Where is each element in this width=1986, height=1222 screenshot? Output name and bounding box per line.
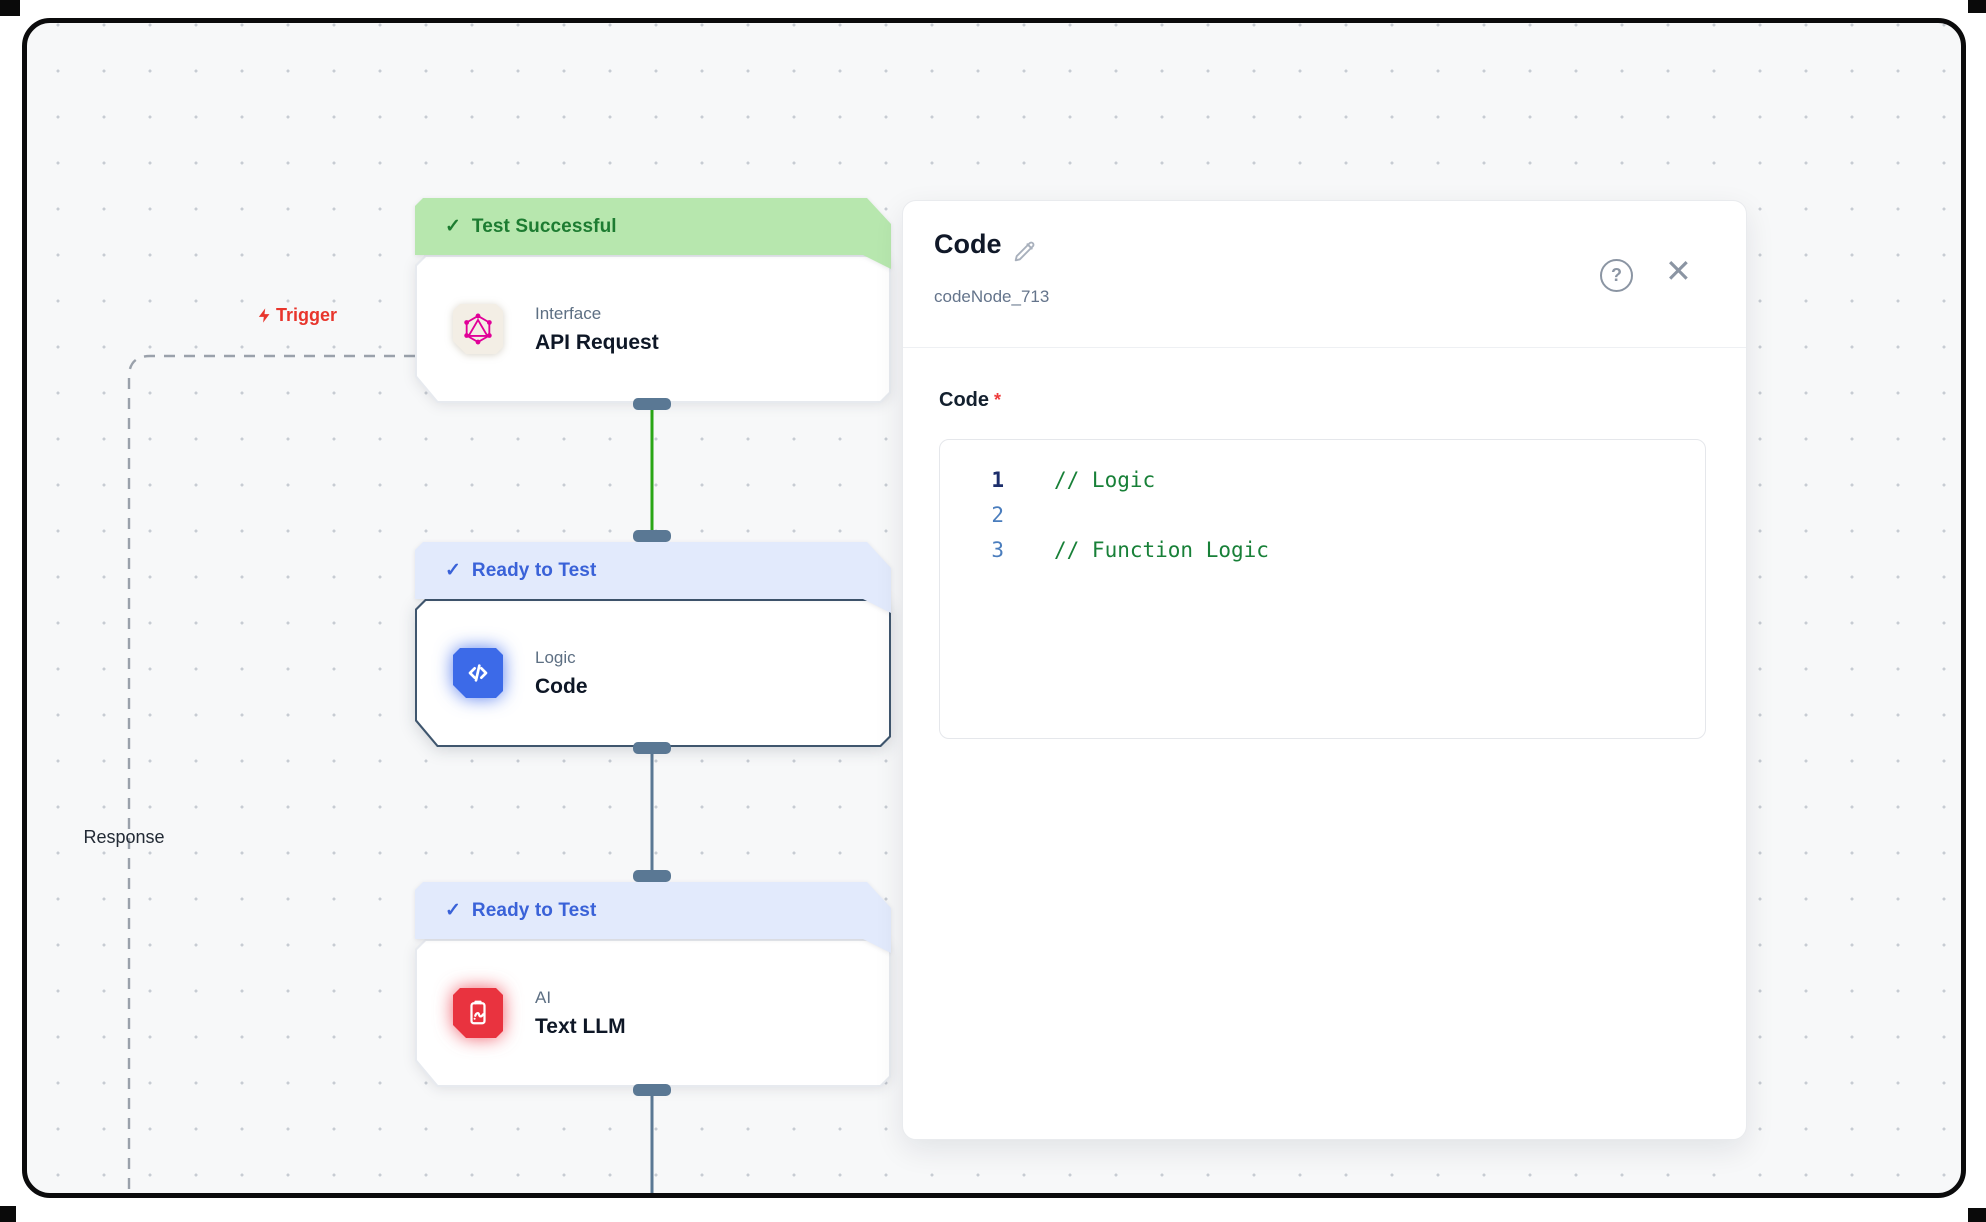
corner-mark [1968,1208,1986,1222]
graphql-icon [453,304,503,354]
node-category: Interface [535,303,602,323]
required-marker: * [994,390,1002,410]
input-handle-code[interactable] [633,530,671,542]
trigger-label: Trigger [256,305,337,326]
help-icon[interactable]: ? [1600,259,1633,292]
check-icon: ✓ [445,560,461,581]
status-text: Ready to Test [471,559,597,581]
output-handle-api-request[interactable] [633,398,671,410]
check-icon: ✓ [445,216,461,237]
output-handle-text-llm[interactable] [633,1084,671,1096]
node-title: API Request [535,330,659,354]
output-handle-code[interactable] [633,742,671,754]
lightning-icon [258,308,270,323]
node-category: AI [535,987,552,1007]
trigger-label-text: Trigger [276,305,338,325]
panel-title: Code [934,229,1002,259]
code-field-label: Code* [939,389,1002,411]
node-api-request[interactable]: Interface API Request [415,255,891,403]
node-title: Text LLM [535,1014,626,1038]
code-editor[interactable]: 1 // Logic 2 3 // Function Logic [939,439,1706,739]
status-banner-ready-textllm: ✓ Ready to Test [415,882,891,953]
code-line[interactable]: 3 // Function Logic [940,532,1705,567]
node-category: Logic [535,647,576,667]
line-number: 1 [991,467,1004,492]
line-number: 2 [991,502,1004,527]
trigger-response-dashed-edge [127,354,415,1193]
workflow-canvas-frame: Trigger Response ✓ Test Successful [22,18,1966,1198]
node-config-panel: Code codeNode_713 ? ✕ Code* 1 // [902,200,1747,1140]
code-line[interactable]: 2 [940,497,1705,532]
code-text: // Logic [1054,467,1156,492]
node-id-label: codeNode_713 [934,287,1050,306]
close-icon[interactable]: ✕ [1665,253,1692,289]
input-handle-text-llm[interactable] [633,870,671,882]
node-text-llm[interactable]: AI Text LLM [415,939,891,1087]
check-icon: ✓ [445,900,461,921]
corner-mark [0,0,20,16]
node-title: Code [535,674,588,698]
workflow-canvas[interactable]: Trigger Response ✓ Test Successful [27,23,1961,1193]
status-banner-test-successful: ✓ Test Successful [415,198,891,269]
status-text: Ready to Test [471,899,597,921]
panel-divider [903,347,1746,348]
node-code[interactable]: Logic Code [415,599,891,747]
code-line[interactable]: 1 // Logic [940,462,1705,497]
line-number: 3 [991,537,1004,562]
response-label: Response [83,827,165,847]
edit-pencil-icon[interactable] [1011,237,1039,265]
corner-mark [1968,0,1986,13]
code-text: // Function Logic [1054,537,1269,562]
status-banner-ready-code: ✓ Ready to Test [415,542,891,613]
corner-mark [0,1206,16,1222]
code-icon [453,648,503,698]
clipboard-pen-icon [453,988,503,1038]
edges-layer [127,354,654,1193]
status-text: Test Successful [471,215,617,237]
